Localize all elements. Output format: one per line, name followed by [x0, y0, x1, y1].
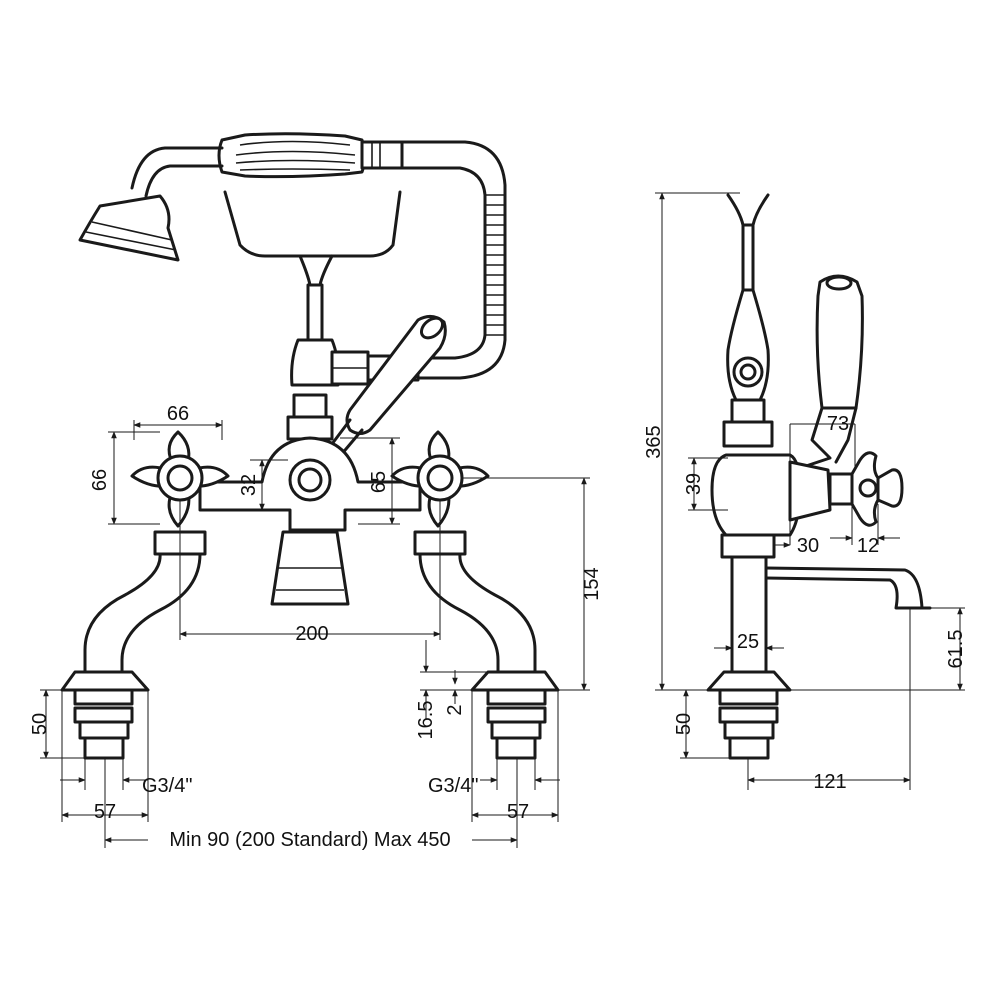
dim-centres: 200: [295, 623, 328, 645]
side-cradle-riser: [722, 193, 774, 448]
dim-thread-right: G3/4": [428, 775, 478, 797]
front-dimension-labels: 66 66 32 65 200 154 16.5 2 50 G3/4" G3/4…: [29, 403, 603, 851]
diverter-lever: [318, 315, 447, 470]
dim-flange-dia-right: 57: [507, 801, 529, 823]
dim-total-height: 365: [643, 425, 665, 458]
side-dimension-lines: [655, 192, 965, 790]
handset-cradle: [223, 190, 402, 387]
left-leg: [60, 552, 202, 760]
bridge-body: [198, 436, 422, 606]
dim-spout-projection: 121: [813, 771, 846, 793]
side-body: [710, 451, 904, 559]
dim-flange-dia-left: 57: [94, 801, 116, 823]
front-dimension-lines: [40, 420, 590, 848]
dim-handle-span: 66: [167, 403, 189, 425]
shower-handset: [78, 132, 404, 262]
dim-flange-height: 16.5: [415, 701, 437, 740]
dim-spout-drop: 61.5: [945, 630, 967, 669]
dim-handle-height: 66: [89, 469, 111, 491]
coiled-hose: [400, 140, 507, 380]
front-view: 66 66 32 65 200 154 16.5 2 50 G3/4" G3/4…: [29, 132, 603, 851]
dim-spout-pillar: 25: [737, 631, 759, 653]
dim-body-height: 65: [368, 471, 390, 493]
side-lever: [798, 274, 864, 470]
dim-overall-height: 154: [581, 567, 603, 600]
dim-handle-projection: 12: [857, 535, 879, 557]
dim-gap: 2: [444, 704, 466, 715]
dim-collar-offset: 30: [797, 535, 819, 557]
right-leg: [418, 552, 560, 760]
dim-centres-range: Min 90 (200 Standard) Max 450: [169, 829, 450, 851]
side-spout: [706, 555, 932, 760]
dim-tail-length-left: 50: [29, 713, 51, 735]
dim-thread-left: G3/4": [142, 775, 192, 797]
dim-tail-length: 50: [673, 713, 695, 735]
dim-body-offset: 32: [238, 474, 260, 496]
dim-body-dia: 39: [683, 473, 705, 495]
side-view: 365 73 39 30 12 25 61.5 50 121: [643, 192, 967, 793]
side-dimension-labels: 365 73 39 30 12 25 61.5 50 121: [643, 413, 967, 793]
dim-lever-reach: 73: [827, 413, 849, 435]
